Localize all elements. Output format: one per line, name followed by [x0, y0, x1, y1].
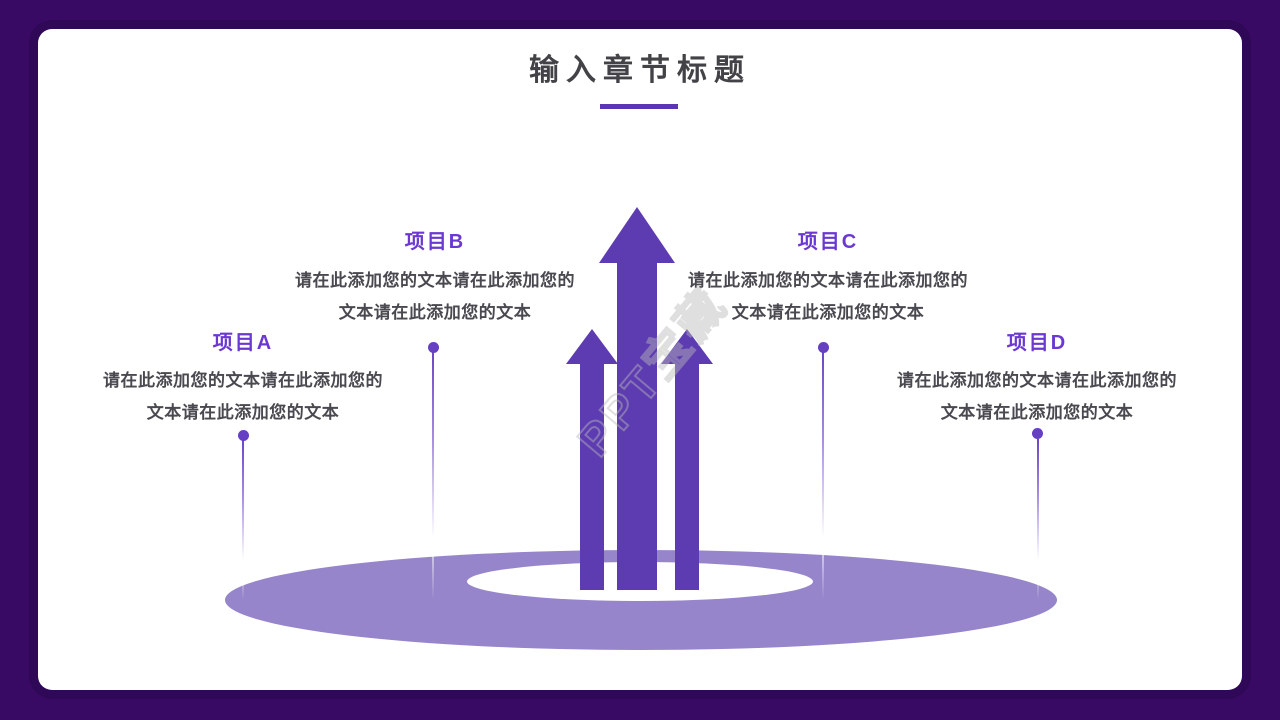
item-a-text-line1: 请在此添加您的文本请在此添加您的 — [103, 371, 383, 390]
item-d-text: 请在此添加您的文本请在此添加您的 文本请在此添加您的文本 — [862, 365, 1212, 429]
timeline-dot-b — [428, 342, 439, 353]
arrows-graphic — [566, 207, 713, 590]
up-arrow-left — [566, 329, 618, 590]
item-c-text-line1: 请在此添加您的文本请在此添加您的 — [688, 271, 968, 290]
item-b-text-line2: 文本请在此添加您的文本 — [338, 303, 532, 322]
timeline-dot-c — [818, 342, 829, 353]
item-c-text-line2: 文本请在此添加您的文本 — [731, 303, 925, 322]
item-d-text-line1: 请在此添加您的文本请在此添加您的 — [897, 371, 1177, 390]
item-c-text: 请在此添加您的文本请在此添加您的 文本请在此添加您的文本 — [653, 265, 1003, 329]
connector-line-a — [242, 440, 244, 600]
connector-line-b — [432, 352, 434, 600]
up-arrow-right — [661, 329, 713, 590]
item-d-label: 项目D — [1006, 332, 1068, 354]
connector-line-c — [822, 352, 824, 600]
timeline-dot-a — [238, 430, 249, 441]
item-b-label: 项目B — [404, 231, 466, 253]
item-b-text: 请在此添加您的文本请在此添加您的 文本请在此添加您的文本 — [260, 265, 610, 329]
item-d-text-line2: 文本请在此添加您的文本 — [940, 403, 1134, 422]
page-title: 输入章节标题 — [529, 54, 751, 87]
item-a-label: 项目A — [212, 332, 274, 354]
item-c-label: 项目C — [797, 231, 859, 253]
up-arrow-center — [599, 207, 675, 590]
title-underline — [600, 104, 678, 109]
timeline-dot-d — [1032, 428, 1043, 439]
item-a-text-line2: 文本请在此添加您的文本 — [146, 403, 340, 422]
connector-line-d — [1037, 439, 1039, 600]
item-b-text-line1: 请在此添加您的文本请在此添加您的 — [295, 271, 575, 290]
item-a-text: 请在此添加您的文本请在此添加您的 文本请在此添加您的文本 — [68, 365, 418, 429]
